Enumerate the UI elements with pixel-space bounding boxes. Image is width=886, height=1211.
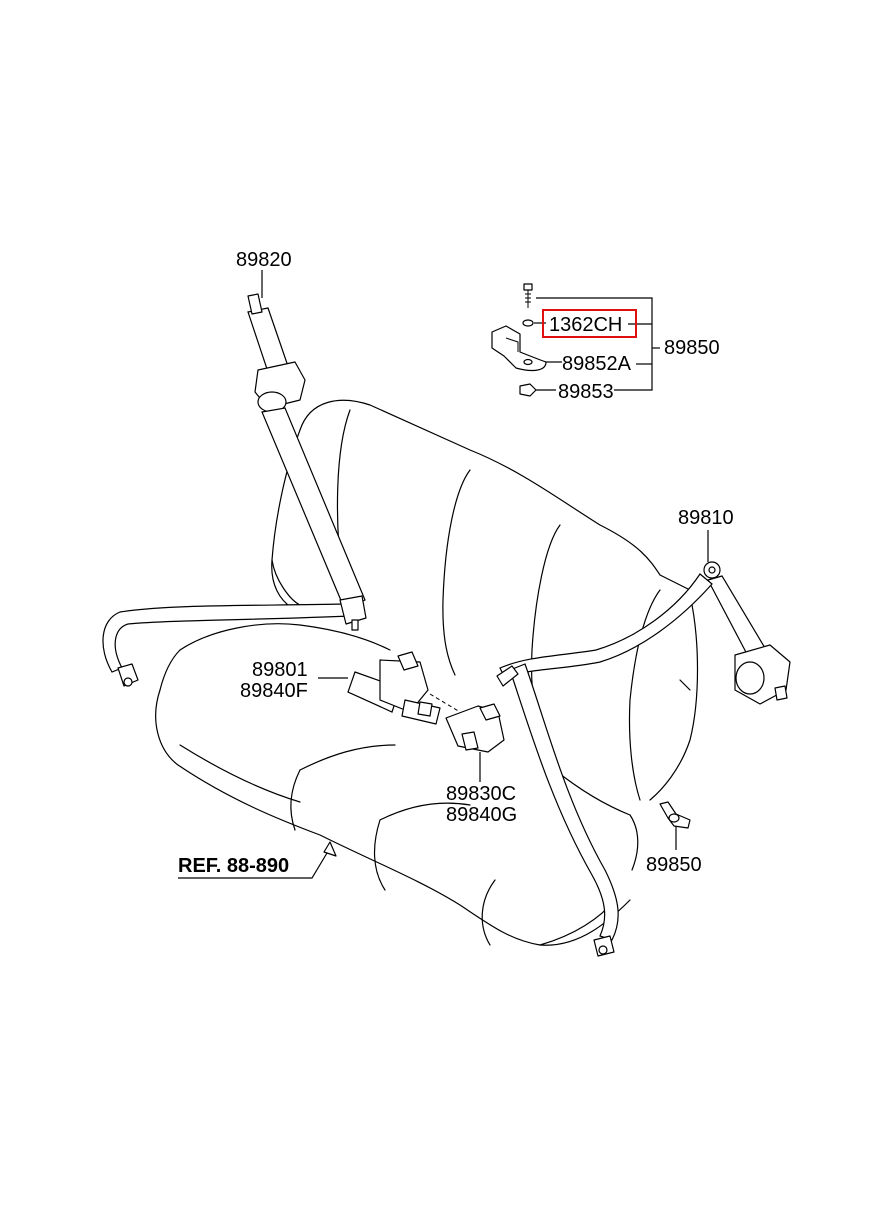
highlight-box-1362CH [542, 309, 637, 338]
label-89852A: 89852A [562, 353, 632, 375]
label-1362CH: 1362CH [549, 314, 622, 336]
label-89850-bolt: 89850 [646, 854, 702, 876]
rear-seat-outline [155, 399, 699, 946]
floor-bolt [659, 801, 691, 829]
center-buckle-assembly [347, 651, 505, 753]
leader-lines [178, 270, 709, 879]
label-89850-group: 89850 [664, 337, 720, 359]
label-89853: 89853 [558, 381, 614, 403]
left-seat-belt-assembly [102, 293, 367, 687]
label-89830C: 89830C [446, 783, 516, 805]
anchor-bolt-group [491, 283, 547, 397]
label-89810: 89810 [678, 507, 734, 529]
label-89801: 89801 [252, 659, 308, 681]
right-seat-belt-assembly [496, 561, 791, 957]
label-89840F: 89840F [240, 680, 308, 702]
label-89820: 89820 [236, 249, 292, 271]
reference-label: REF. 88-890 [178, 855, 289, 877]
label-89840G: 89840G [446, 804, 517, 826]
